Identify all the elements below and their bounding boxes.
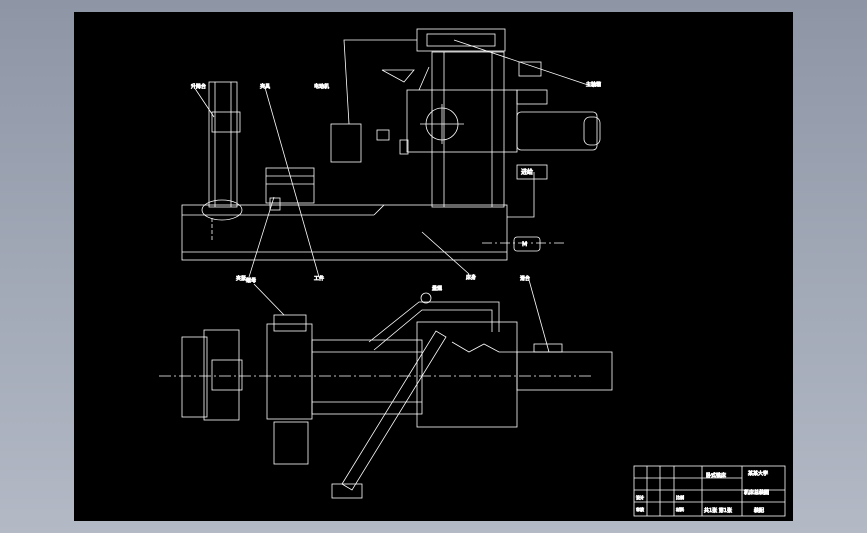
top-housing [416,28,506,52]
title-subtitle: 机床总装图 [744,489,769,496]
callout-clamp: 夹紧 [236,275,246,282]
motor-body [516,111,598,151]
left-end-block [203,329,240,421]
valve-box [516,164,548,180]
lower-bracket [273,421,309,465]
top-view: 量规 滑台 螺母 [159,275,613,499]
title-checker: 审核 [636,506,644,512]
title-material: 材料 [676,506,684,512]
title-designer: 设计 [636,494,644,500]
title-sheet-info: 共1张 第1张 [704,507,732,514]
handle-arm [341,330,447,491]
assembly-drawing: 升降台 夹具 电动机 夹紧 工件 床身 主轴箱 进给 M 量规 滑台 螺母 [159,28,786,517]
machine-bed [181,204,508,261]
callout-nut: 螺母 [246,277,256,284]
slide-table [516,351,613,391]
motor-box [330,123,362,163]
vertical-column [431,51,505,208]
spindle-head [406,89,518,153]
callout-motor-box: 电动机 [314,83,329,90]
cad-drawing-sheet: 升降台 夹具 电动机 夹紧 工件 床身 主轴箱 进给 M 量规 滑台 螺母 [74,12,793,521]
callout-elevator: 升降台 [191,83,206,90]
callout-motor: M [522,241,527,248]
title-school: 某某大学 [748,470,768,477]
fixture-block [265,167,315,204]
callout-bed: 床身 [466,274,476,281]
front-view: 升降台 夹具 电动机 夹紧 工件 床身 主轴箱 进给 M [181,28,601,282]
title-drawing-name: 卧式铣床 [706,472,726,479]
callout-feed: 进给 [521,168,533,176]
title-scale: 比例 [676,494,684,500]
clamp-block [266,323,313,420]
title-block: 卧式铣床 某某大学 机床总装图 装配 共1张 第1张 设计 审核 比例 材料 [633,465,786,517]
title-drawing-number: 装配 [754,507,764,514]
callout-workpiece: 工件 [314,275,324,282]
callout-slide: 滑台 [520,275,530,282]
callout-fixture: 夹具 [260,83,270,90]
callout-gauge: 量规 [432,285,442,292]
feed-motor [513,236,541,252]
callout-spindle-box: 主轴箱 [586,81,601,88]
column-left [208,81,238,208]
